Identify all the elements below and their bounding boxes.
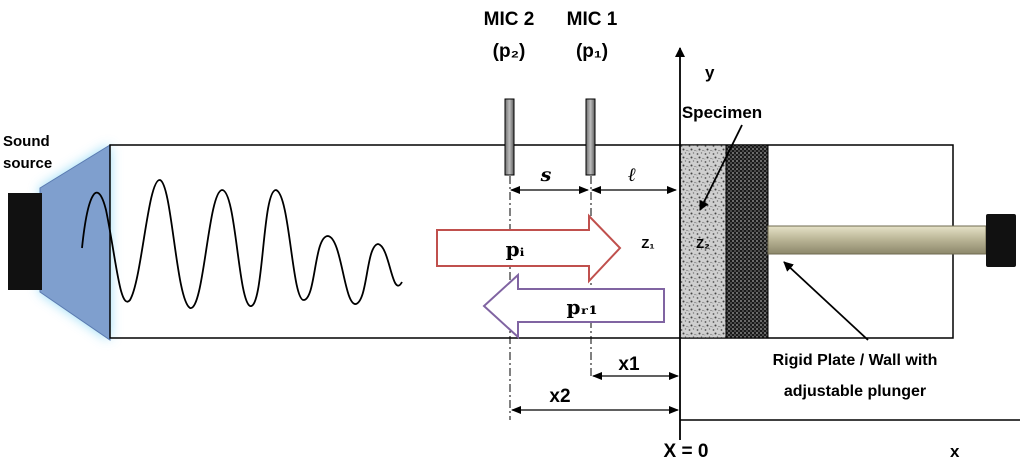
- specimen-pointer: [699, 124, 743, 211]
- mic1-pressure: (p₁): [576, 41, 608, 62]
- wall-pointer: [783, 261, 869, 341]
- mic1-title: MIC 1: [567, 9, 618, 30]
- source-label-line2: source: [3, 155, 52, 172]
- rigid-plate: [725, 144, 769, 339]
- spacing-s-label: s: [540, 164, 552, 186]
- sound-source: [8, 144, 111, 341]
- plunger-rod: [767, 225, 987, 255]
- impedance-z2-label: Z₂: [696, 236, 710, 251]
- incident-wave-label: pᵢ: [506, 237, 525, 261]
- spacing-l-label: ℓ: [628, 164, 636, 186]
- impedance-z1-label: Z₁: [641, 236, 654, 251]
- wall-label-line1: Rigid Plate / Wall with: [773, 352, 938, 369]
- wall-label-line2: adjustable plunger: [784, 383, 926, 400]
- mic1-probe: [585, 98, 596, 176]
- source-horn: [39, 144, 111, 341]
- reflected-wave-label: pᵣ₁: [566, 295, 597, 319]
- specimen: [679, 144, 727, 339]
- specimen-label: Specimen: [682, 103, 762, 122]
- x-axis-label: x: [950, 442, 960, 461]
- origin-label: X = 0: [664, 441, 709, 462]
- distance-x2-label: x2: [549, 386, 570, 407]
- mic2-probe: [504, 98, 515, 176]
- speaker-driver: [8, 193, 42, 290]
- sound-wave: [81, 179, 403, 309]
- mic2-title: MIC 2: [484, 9, 535, 30]
- y-axis-label: y: [705, 63, 715, 82]
- reflected-wave-arrow: [482, 272, 665, 340]
- distance-x1-label: x1: [618, 354, 640, 375]
- plunger-knob: [986, 214, 1016, 267]
- mic2-pressure: (p₂): [493, 41, 526, 62]
- incident-wave-arrow: [436, 213, 622, 284]
- source-label-line1: Sound: [3, 133, 50, 150]
